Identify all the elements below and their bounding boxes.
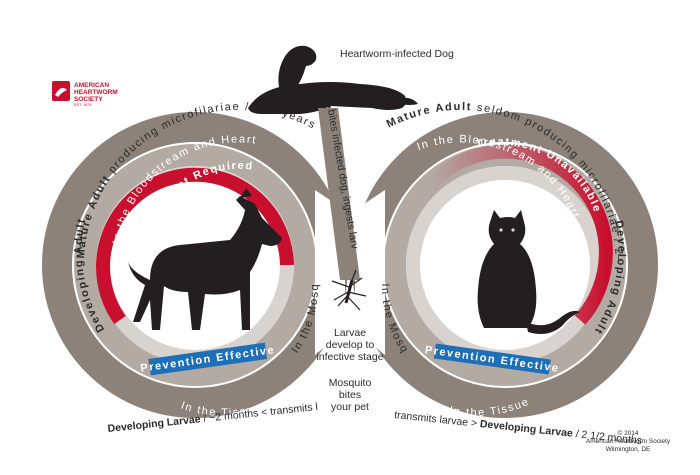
ahs-logo-glyph-icon <box>55 87 67 97</box>
cat-silhouette-icon <box>477 210 580 334</box>
larvae-line-1: Larvae <box>334 327 366 339</box>
center-bites-bg <box>318 370 382 420</box>
logo-line-4: EST. 1974 <box>74 103 92 107</box>
footer-credits: © 2014 American Heartworm Society Wilmin… <box>586 429 671 453</box>
bites-line-2: bites <box>339 389 361 401</box>
logo-line-3: SOCIETY <box>74 96 103 103</box>
bites-line-3: your pet <box>331 401 369 413</box>
footer-org: American Heartworm Society <box>586 438 671 445</box>
center-larvae-text: Larvae develop to infective stage <box>316 327 383 363</box>
ahs-logo: AMERICAN HEARTWORM SOCIETY EST. 1974 <box>52 81 118 107</box>
infected-dog-title: Heartworm-infected Dog <box>340 48 454 60</box>
left-treatment-arc <box>96 167 294 325</box>
larvae-line-2: develop to <box>326 339 375 351</box>
right-gap <box>355 190 385 355</box>
footer-copyright: © 2014 <box>617 429 638 437</box>
dog-silhouette-icon <box>128 188 282 330</box>
logo-line-2: HEARTWORM <box>74 89 118 96</box>
footer-city: Wilmington, DE <box>606 446 651 453</box>
bites-line-1: Mosquito <box>329 377 372 389</box>
left-mid-band <box>74 144 316 386</box>
mosquito-center-icon <box>331 269 367 311</box>
logo-line-1: AMERICAN <box>74 82 109 89</box>
bites-band <box>318 108 360 280</box>
right-treatment-arc <box>424 144 613 325</box>
center-bites-text: Mosquito bites your pet <box>329 377 372 413</box>
larvae-line-3: infective stage <box>316 351 383 363</box>
